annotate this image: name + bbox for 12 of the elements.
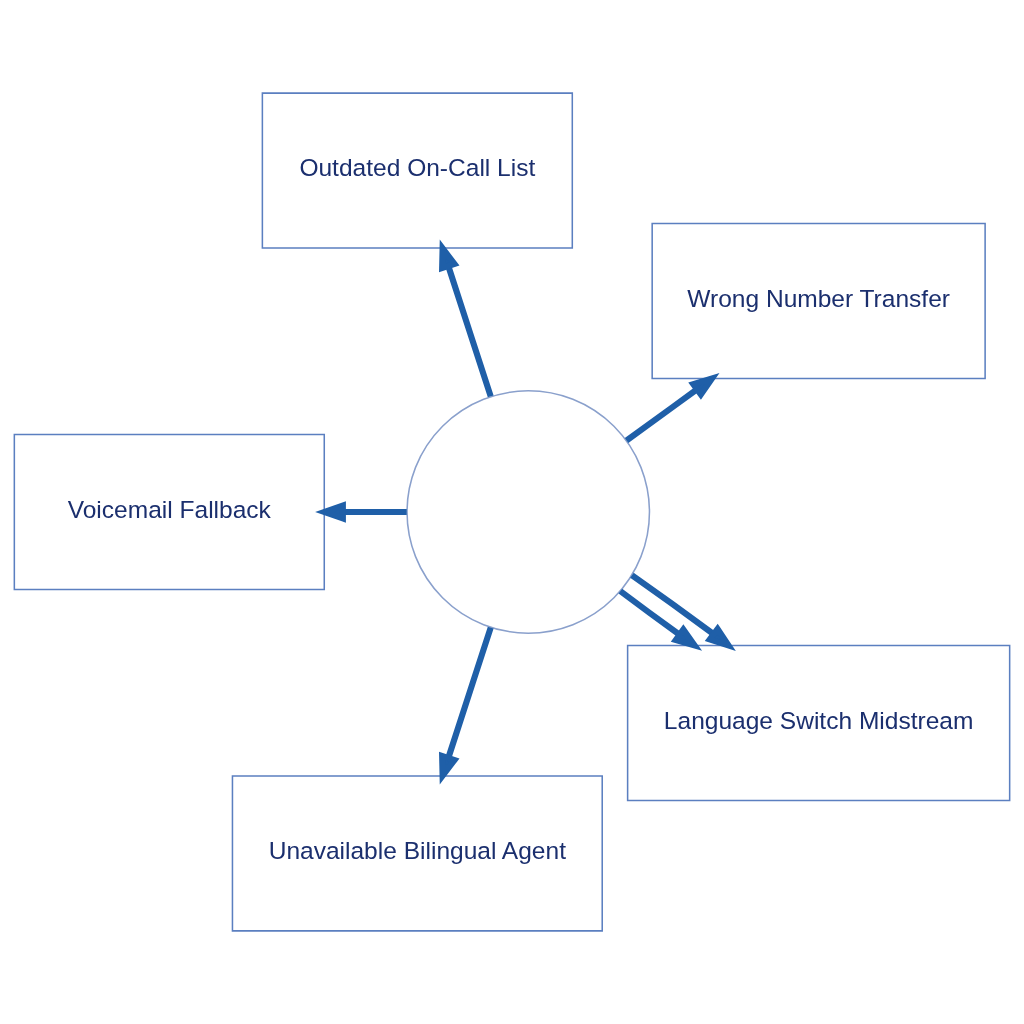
arrow <box>630 572 736 651</box>
node-box: Language Switch Midstream <box>626 644 1011 802</box>
arrow <box>439 626 494 785</box>
node-box: Voicemail Fallback <box>13 433 326 591</box>
arrow <box>315 501 407 523</box>
node-box: Outdated On-Call List <box>261 92 574 249</box>
node-box: Unavailable Bilingual Agent <box>231 775 603 932</box>
arrow <box>439 239 494 398</box>
arrow <box>618 588 703 651</box>
arrow <box>624 373 720 444</box>
node-circle <box>406 390 651 634</box>
node-box: Wrong Number Transfer <box>651 222 986 380</box>
